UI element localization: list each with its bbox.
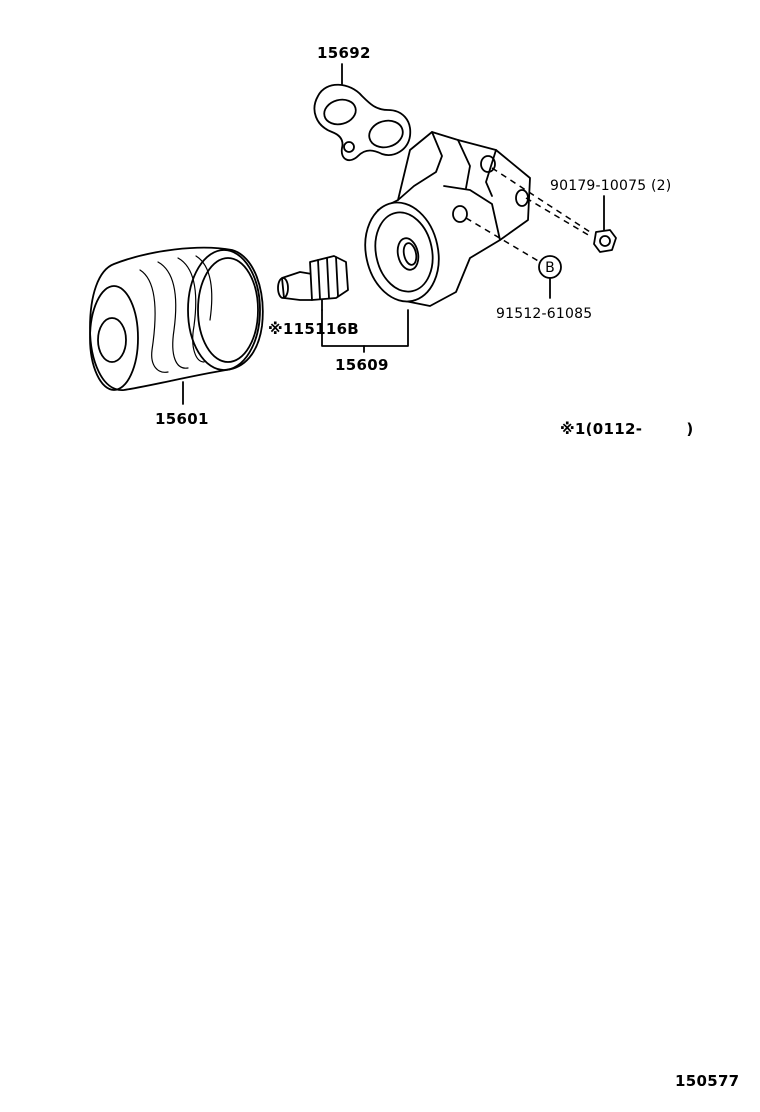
bolt-drawing [593, 229, 617, 253]
label-90179-10075: 90179-10075 (2) [550, 178, 671, 194]
figure-number: 150577 [675, 1072, 739, 1090]
bolt-dash-line-1 [491, 167, 591, 233]
label-15601: 15601 [155, 410, 209, 428]
label-15609: 15609 [335, 356, 389, 374]
union-badge-letter: B [545, 260, 555, 276]
label-115116B: ※115116B [268, 320, 359, 338]
label-15692: 15692 [317, 44, 371, 62]
applicability-note: ※1(0112- ) [560, 420, 694, 438]
oil-filter-drawing [89, 246, 264, 391]
union-badge: B [538, 255, 562, 279]
oil-filter-bracket-drawing [364, 131, 531, 307]
pressure-switch-drawing [277, 255, 349, 311]
bolt-dash-line-2 [525, 197, 591, 237]
gasket-drawing [313, 63, 412, 162]
label-91512-61085: 91512-61085 [496, 306, 592, 322]
union-dash-line [465, 217, 541, 263]
leader-15609 [321, 309, 409, 347]
